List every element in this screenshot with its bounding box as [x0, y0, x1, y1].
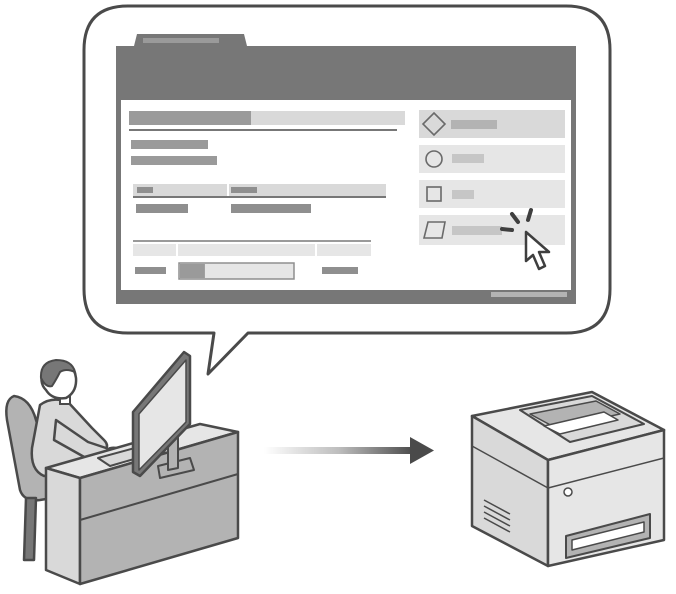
- menu-item-parallelogram[interactable]: [419, 215, 565, 245]
- menu-item-circle[interactable]: [419, 145, 565, 173]
- browser-window: [116, 34, 576, 304]
- progress-section: [133, 240, 371, 280]
- text-line: [131, 140, 208, 149]
- menu-item-diamond[interactable]: [419, 110, 565, 138]
- parallelogram-icon: [422, 221, 446, 239]
- monitor-icon: [131, 350, 195, 479]
- square-icon: [426, 186, 442, 202]
- text-line: [131, 156, 217, 165]
- click-burst-icon: [500, 208, 533, 232]
- diamond-icon: [421, 111, 447, 137]
- progress-bar: [178, 262, 295, 280]
- pointer-arrow-icon: [524, 230, 551, 271]
- data-table: [133, 184, 386, 213]
- progress-fill: [180, 264, 205, 278]
- user-at-computer: [5, 350, 240, 586]
- circle-icon: [425, 150, 443, 168]
- arrow-right-icon: [264, 437, 434, 464]
- menu-item-square[interactable]: [419, 180, 565, 208]
- printer-icon: [470, 390, 666, 568]
